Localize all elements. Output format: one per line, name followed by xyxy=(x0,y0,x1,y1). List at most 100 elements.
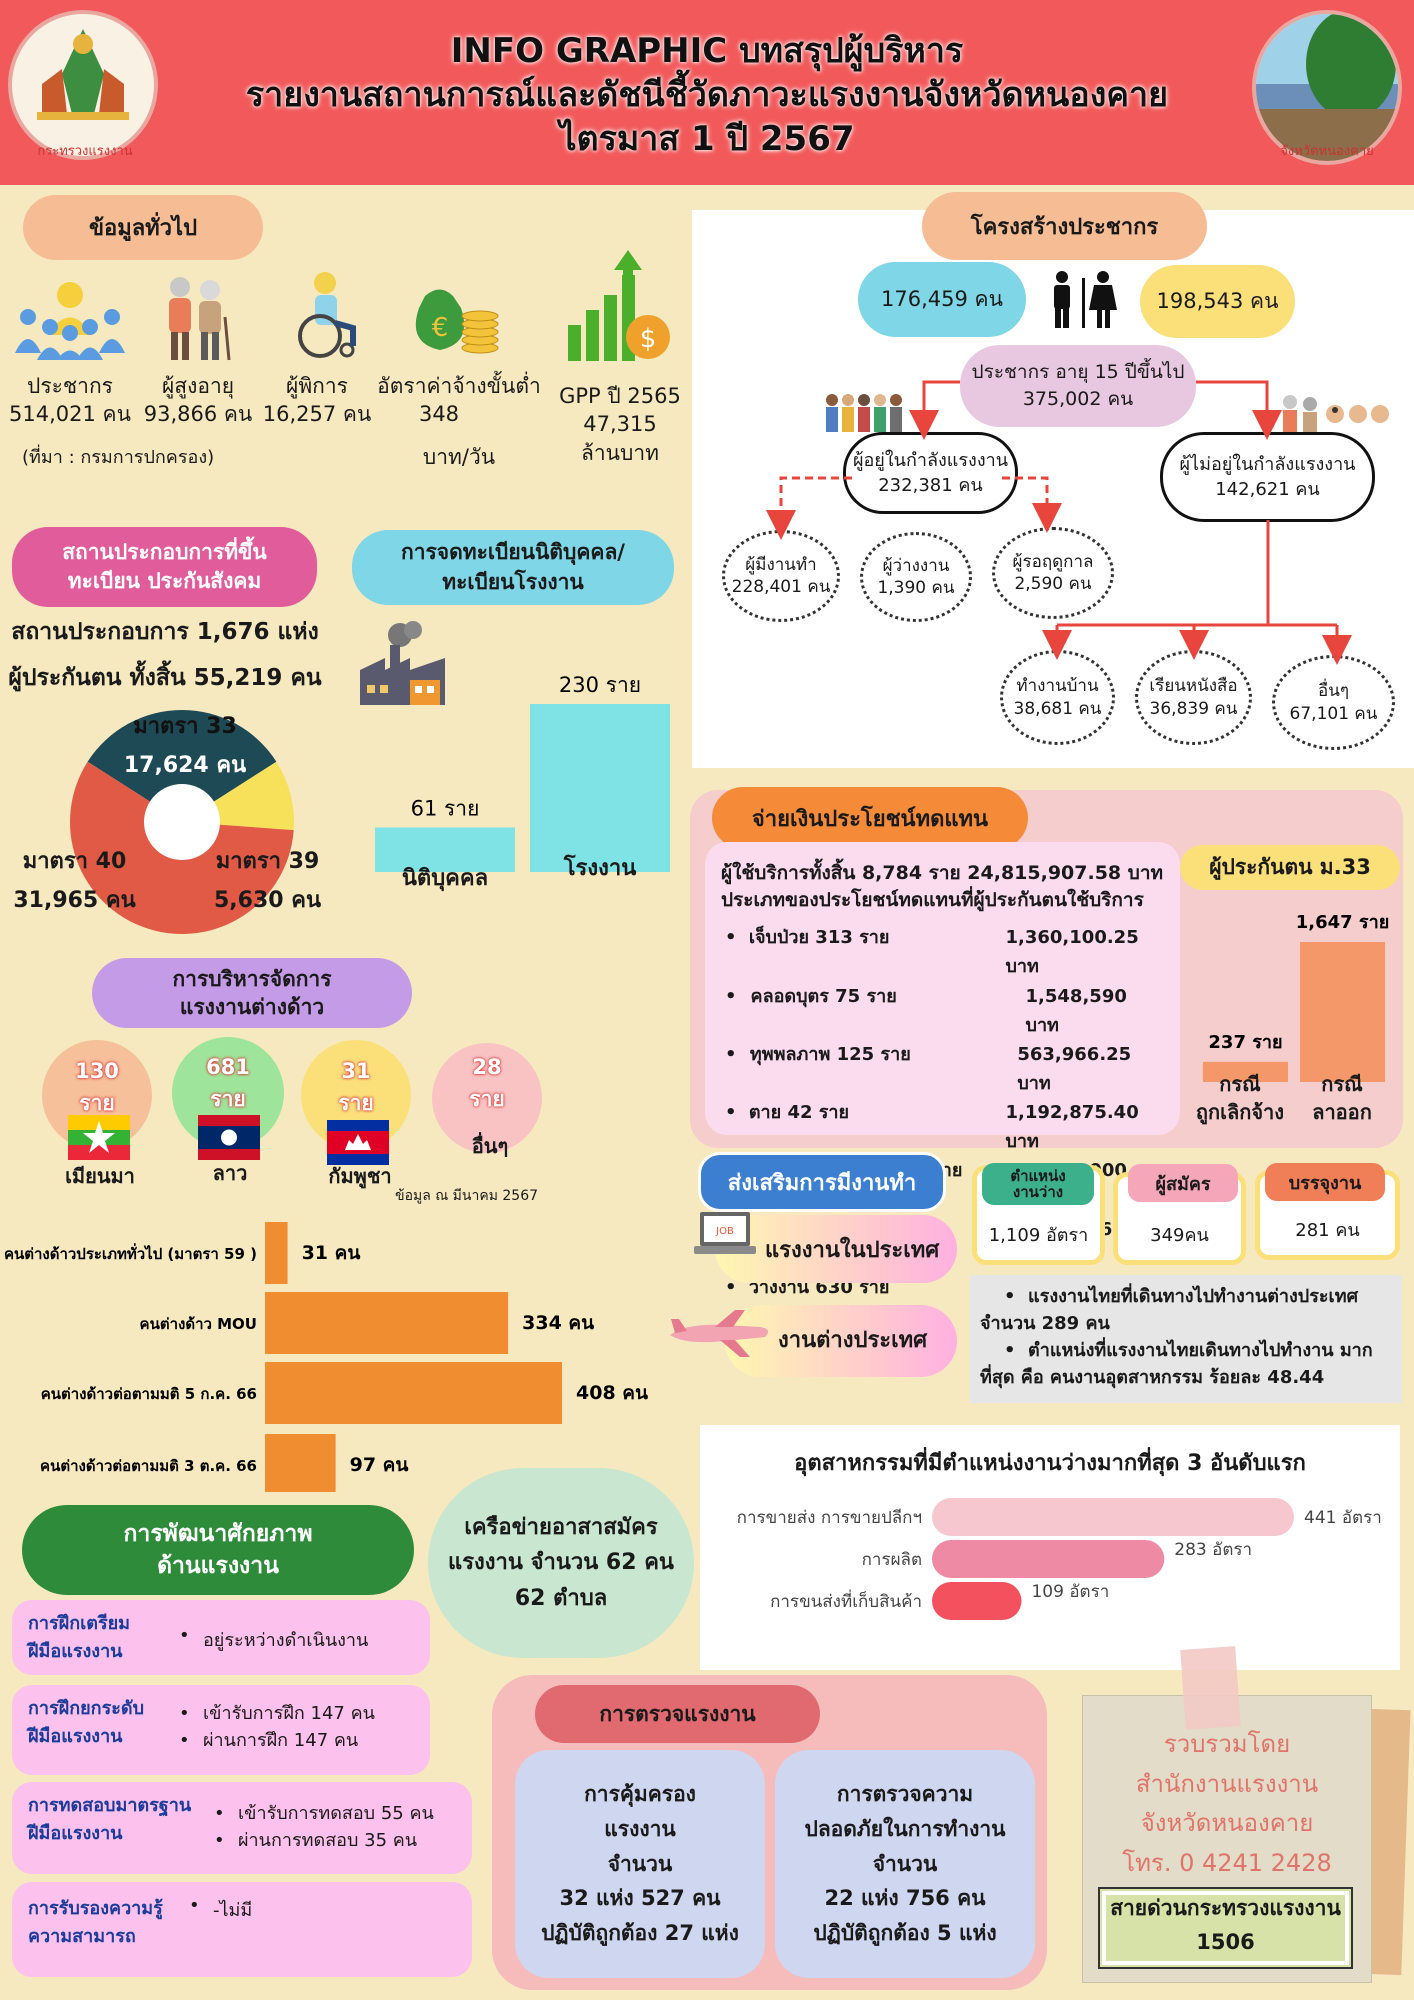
pie-label-s40-name: มาตรา 40 xyxy=(22,849,127,874)
foreign-note: ข้อมูล ณ มีนาคม 2567 xyxy=(395,1188,539,1204)
reg-bar-value-0: 61 ราย xyxy=(411,796,480,820)
foreign-bar-chart: คนต่างด้าวประเภททั่วไป (มาตรา 59 )31 คนค… xyxy=(4,1222,648,1492)
reg-bar-label-2: โรงงาน xyxy=(563,856,637,881)
employment-title: ส่งเสริมการมีงานทำ xyxy=(698,1152,946,1212)
foreign-bar-label-0: คนต่างด้าวประเภททั่วไป (มาตรา 59 ) xyxy=(4,1243,257,1263)
female-count: 198,543 คน xyxy=(1140,265,1295,338)
pie-label-s33-name: มาตรา 33 xyxy=(133,714,237,739)
laptop-job-icon: JOB xyxy=(692,1208,757,1263)
pie-label-s33: มาตรา 33 17,624 คน xyxy=(120,708,250,785)
foreign-bar-label-3: คนต่างด้าวต่อตามมติ 3 ต.ค. 66 xyxy=(40,1457,257,1475)
industry-title: อุตสาหกรรมที่มีตำแหน่งงานว่างมากที่สุด 3… xyxy=(794,1451,1306,1476)
pie-slice-0 xyxy=(87,710,277,822)
industry-bar-label-0: การขายส่ง การขายปลีกฯ xyxy=(737,1508,922,1528)
family-icon xyxy=(1280,392,1390,434)
reg-bar-0 xyxy=(375,827,515,872)
industry-bar-value-0: 441 อัตรา xyxy=(1304,1508,1382,1528)
country-circle-other xyxy=(432,1043,542,1153)
job-card-placed-title: บรรจุงาน xyxy=(1265,1163,1385,1201)
header-line1: INFO GRAPHIC บทสรุปผู้บริหาร xyxy=(450,30,964,71)
population-group-icon xyxy=(10,275,130,360)
factory-icon xyxy=(355,620,450,705)
job-card-applicants-value: 349คน xyxy=(1150,1225,1209,1246)
benefit-amount: 563,966.25 บาท xyxy=(1017,1043,1132,1094)
benefits-total: ผู้ใช้บริการทั้งสิ้น 8,784 ราย 24,815,90… xyxy=(721,862,1164,884)
province-seal-text: จังหวัดหนองคาย xyxy=(1280,144,1374,159)
industry-bar-label-2: การขนส่งที่เก็บสินค้า xyxy=(770,1589,922,1612)
general-elderly: ผู้สูงอายุ93,866 คน xyxy=(143,374,253,427)
job-sign-text: JOB xyxy=(715,1226,734,1237)
skill-row-3-title: การทดสอบมาตรฐาน ฝีมือแรงงาน xyxy=(28,1795,192,1844)
social-security-title: สถานประกอบการที่ขึ้นทะเบียน ประกันสังคม xyxy=(12,527,317,607)
svg-text:$: $ xyxy=(640,324,657,354)
industry-bar-2 xyxy=(932,1582,1022,1620)
section-pie-chart xyxy=(70,710,294,934)
header-line2: รายงานสถานการณ์และดัชนีชี้วัดภาวะแรงงานจ… xyxy=(245,74,1169,115)
foreign-bar-value-3: 97 คน xyxy=(350,1454,409,1476)
establishments-count: สถานประกอบการ 1,676 แห่ง xyxy=(11,619,319,645)
header-line3: ไตรมาส 1 ปี 2567 xyxy=(559,119,855,160)
domestic-label: แรงงานในประเทศ xyxy=(765,1238,940,1263)
bullet: • xyxy=(725,927,737,949)
general-info-title: ข้อมูลทั่วไป xyxy=(23,195,263,260)
header-banner xyxy=(0,0,1414,185)
reg-bar-1 xyxy=(530,704,670,872)
abroad-label: งานต่างประเทศ xyxy=(778,1328,928,1353)
abroad-note-1: • แรงงานไทยที่เดินทางไปทำงานต่างประเทศ จ… xyxy=(980,1286,1358,1334)
inspection-title: การตรวจแรงงาน xyxy=(535,1685,820,1743)
benefits-subtitle: ประเภทของประโยชน์ทดแทนที่ผู้ประกันตนใช้บ… xyxy=(721,888,1144,911)
foreign-bar-1 xyxy=(265,1292,509,1354)
header-title: INFO GRAPHIC บทสรุปผู้บริหาร รายงานสถานก… xyxy=(200,10,1214,180)
ministry-seal xyxy=(8,10,158,160)
foreign-bar-3 xyxy=(265,1434,336,1492)
skill-row-1-bullets: อยู่ระหว่างดำเนินงาน xyxy=(175,1625,368,1654)
skill-row-4-bullets: -ไม่มี xyxy=(185,1895,252,1924)
skill-row-2-title: การฝึกยกระดับ ฝีมือแรงงาน xyxy=(28,1698,145,1747)
country-name-laos: ลาว xyxy=(212,1161,248,1185)
foreign-bar-label-1: คนต่างด้าว MOU xyxy=(140,1315,257,1333)
myanmar-flag-icon xyxy=(68,1115,130,1160)
benefit-amount: 1,548,590 บาท xyxy=(1025,985,1127,1036)
airplane-icon xyxy=(665,1305,775,1360)
abroad-pill xyxy=(725,1305,957,1377)
foreign-bar-value-1: 334 คน xyxy=(522,1312,594,1334)
benefit-amount: 1,192,875.40 บาท xyxy=(1005,1102,1139,1153)
wheelchair-icon xyxy=(285,268,365,360)
skill-row-1-title: การฝึกเตรียม ฝีมือแรงงาน xyxy=(28,1613,131,1662)
pie-label-s33-value: 17,624 คน xyxy=(123,752,247,778)
benefits-list-box: ผู้ใช้บริการทั้งสิ้น 8,784 ราย 24,815,90… xyxy=(705,842,1180,1327)
foreign-bar-2 xyxy=(265,1362,562,1424)
s33-bar-value-0: 237 ราย xyxy=(1208,1032,1282,1053)
industry-bar-label-1: การผลิต xyxy=(862,1550,922,1570)
benefits-title: จ่ายเงินประโยชน์ทดแทน xyxy=(712,787,1028,849)
general-source: (ที่มา : กรมการปกครอง) xyxy=(22,447,215,468)
male-count: 176,459 คน xyxy=(858,262,1026,337)
foreign-bar-value-2: 408 คน xyxy=(576,1382,648,1404)
general-min-wage: อัตราค่าจ้างขั้นต่ำ 348 บาท/วัน xyxy=(377,374,541,469)
registration-title: การจดทะเบียนนิติบุคคล/ ทะเบียนโรงงาน xyxy=(352,530,674,605)
s33-bar-1 xyxy=(1300,942,1385,1082)
industry-bar-value-2: 109 อัตรา xyxy=(1031,1582,1109,1602)
industry-bar-value-1: 283 อัตรา xyxy=(1174,1540,1252,1560)
industry-bar-0 xyxy=(932,1498,1294,1536)
skill-row-3-bullets: เข้ารับการทดสอบ 55 คนผ่านการทดสอบ 35 คน xyxy=(210,1800,434,1854)
reg-bar-label-1: นิติบุคคล xyxy=(401,866,489,891)
bullet: • xyxy=(725,1277,737,1299)
pie-hole xyxy=(144,784,220,860)
male-female-icon xyxy=(1045,270,1120,330)
